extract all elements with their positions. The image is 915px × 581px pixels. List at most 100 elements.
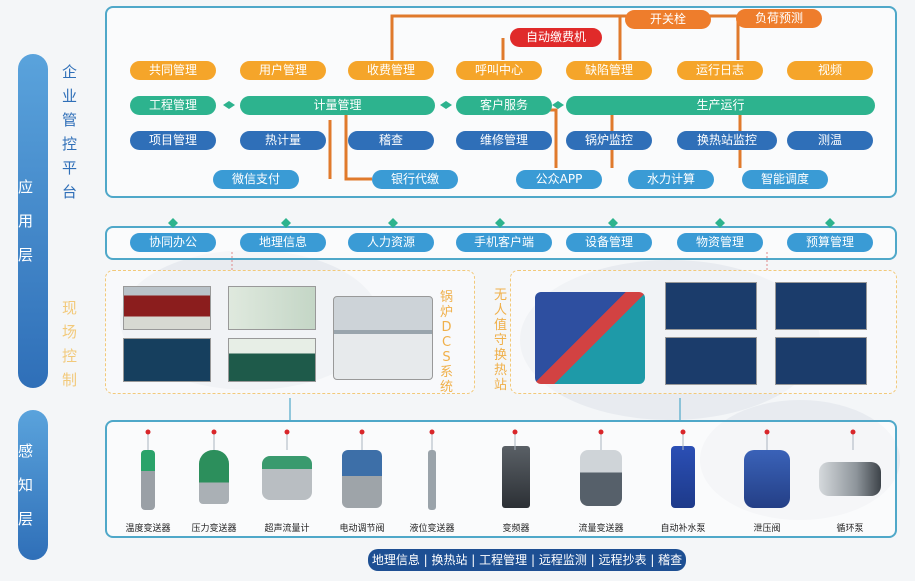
pill-collaborative-office[interactable]: 协同办公 [130,233,216,252]
vertical-char: 平 [62,159,78,177]
device-label: 温度变送器 [125,524,171,534]
vertical-char: 场 [62,323,78,341]
pill-intelligent-dispatch[interactable]: 智能调度 [742,170,828,189]
footer-summary-bar: 地理信息 | 换热站 | 工程管理 | 远程监测 | 远程抄表 | 稽查 [368,549,686,571]
pill-operation-log[interactable]: 运行日志 [677,61,763,80]
dcs-screen-boiler-2 [228,286,316,330]
vertical-char: S [442,350,451,365]
pill-metering-management[interactable]: 计量管理 [240,96,435,115]
vertical-char: 锅 [440,290,454,305]
dcs-screen-boiler-4 [228,338,316,382]
device-label: 自动补水泵 [660,524,706,534]
device-label: 液位变送器 [409,524,455,534]
heat-exchanger-unit [535,292,645,384]
pill-equipment-management[interactable]: 设备管理 [566,233,652,252]
vertical-char: 值 [494,318,508,333]
pill-engineering-management[interactable]: 工程管理 [130,96,216,115]
layer-sensing-label: 感知层 [18,434,48,536]
dcs-screen-boiler-3 [123,338,211,382]
vertical-char: 无 [494,288,508,303]
device-label: 泄压阀 [753,524,781,534]
station-screen-4 [775,337,867,385]
vertical-char: D [441,320,452,335]
layer-sensing: 感知层 [18,410,48,560]
pill-video[interactable]: 视频 [787,61,873,80]
vertical-char: 应 [18,178,34,196]
vertical-char: 人 [494,303,508,318]
device-label: 循环泵 [836,524,864,534]
pill-wechat-pay[interactable]: 微信支付 [213,170,299,189]
device-ultrasonic-flowmeter: 超声流量计 [255,450,319,534]
vertical-char: 制 [62,371,78,389]
vertical-char: 控 [62,347,78,365]
vertical-char: 台 [62,183,78,201]
field-control-label: 现场控制 [62,298,77,394]
layer-application: 应用层 [18,54,48,388]
pill-charge-management[interactable]: 收费管理 [348,61,434,80]
vertical-char: 管 [62,111,78,129]
pill-temperature-measurement[interactable]: 测温 [787,131,873,150]
vertical-char: 站 [494,378,508,393]
pill-switch-valve[interactable]: 开关栓 [625,10,711,29]
pill-maintenance-management[interactable]: 维修管理 [456,131,552,150]
pill-public-app[interactable]: 公众APP [516,170,602,189]
enterprise-platform-label: 企业管控平台 [62,62,77,206]
pill-user-management[interactable]: 用户管理 [240,61,326,80]
device-circulating-pump: 循环泵 [812,450,888,534]
pill-geographic-info[interactable]: 地理信息 [240,233,326,252]
device-pressure-relief-valve: 泄压阀 [732,450,802,534]
pill-customer-service[interactable]: 客户服务 [456,96,552,115]
pill-mobile-client[interactable]: 手机客户端 [456,233,552,252]
pill-defect-management[interactable]: 缺陷管理 [566,61,652,80]
station-screen-1 [665,282,757,330]
vertical-char: 业 [62,87,78,105]
device-flow-transmitter: 流量变送器 [568,450,634,534]
wire-switch [390,14,622,60]
device-temperature-transmitter: 温度变送器 [118,450,178,534]
vertical-char: 层 [18,510,34,528]
device-label: 流量变送器 [578,524,624,534]
pill-common-management[interactable]: 共同管理 [130,61,216,80]
vertical-char: 换 [494,348,508,363]
device-auto-makeup-pump: 自动补水泵 [650,446,716,534]
unattended-station-label: 无人值守换热站 [494,288,507,393]
vertical-char: 知 [18,476,34,494]
device-label: 变频器 [502,524,530,534]
device-level-transmitter: 液位变送器 [400,450,464,534]
pill-production-operation[interactable]: 生产运行 [566,96,875,115]
pill-load-forecast[interactable]: 负荷预测 [736,9,822,28]
device-pressure-transmitter: 压力变送器 [184,450,244,534]
pill-call-center[interactable]: 呼叫中心 [456,61,542,80]
wire-bank [344,108,372,181]
pill-boiler-monitoring[interactable]: 锅炉监控 [566,131,652,150]
pill-budget-management[interactable]: 预算管理 [787,233,873,252]
pill-auto-payment-machine[interactable]: 自动缴费机 [510,28,602,47]
pill-heat-metering[interactable]: 热计量 [240,131,326,150]
vertical-char: 感 [18,442,34,460]
device-label: 电动调节阀 [339,524,385,534]
pill-human-resources[interactable]: 人力资源 [348,233,434,252]
layer-application-label: 应用层 [18,170,48,272]
station-screen-2 [775,282,867,330]
vertical-char: 层 [18,246,34,264]
pill-materials-management[interactable]: 物资管理 [677,233,763,252]
vertical-char: C [441,335,452,350]
device-frequency-converter: 变频器 [488,446,544,534]
pill-bank-collection[interactable]: 银行代缴 [372,170,458,189]
pill-hydraulic-calculation[interactable]: 水力计算 [628,170,714,189]
dcs-screen-boiler-1 [123,286,211,330]
device-label: 压力变送器 [191,524,237,534]
device-electric-control-valve: 电动调节阀 [328,450,396,534]
vertical-char: 控 [62,135,78,153]
vertical-char: 用 [18,212,34,230]
vertical-char: 系 [440,365,454,380]
pill-project-management[interactable]: 项目管理 [130,131,216,150]
pill-inspection[interactable]: 稽查 [348,131,434,150]
vertical-char: 热 [494,363,508,378]
pill-heat-station-monitoring[interactable]: 换热站监控 [677,131,777,150]
vertical-char: 统 [440,380,454,395]
dcs-control-console [333,296,433,380]
vertical-char: 守 [494,333,508,348]
vertical-char: 炉 [440,305,454,320]
